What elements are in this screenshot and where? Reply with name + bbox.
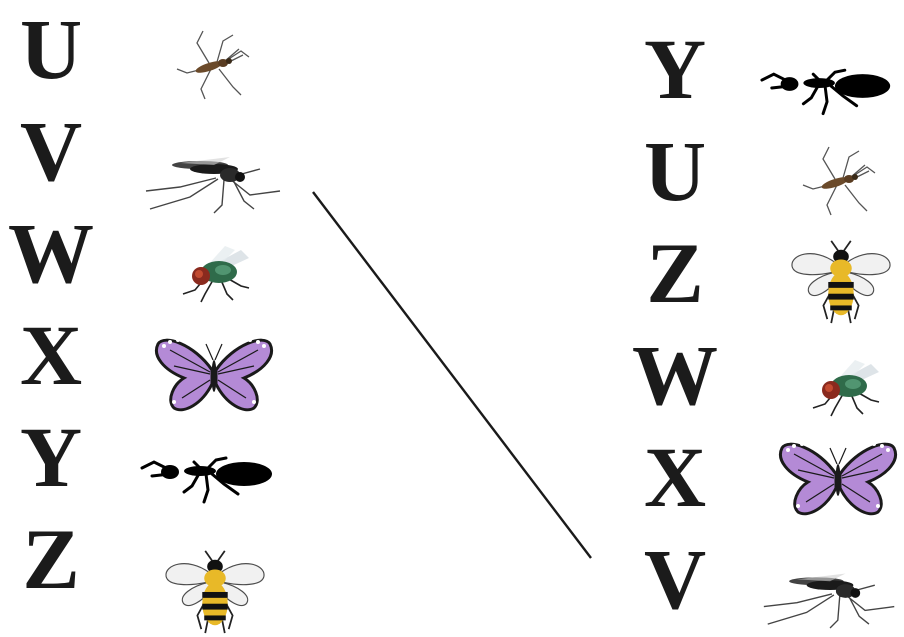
match-line: [0, 0, 904, 637]
